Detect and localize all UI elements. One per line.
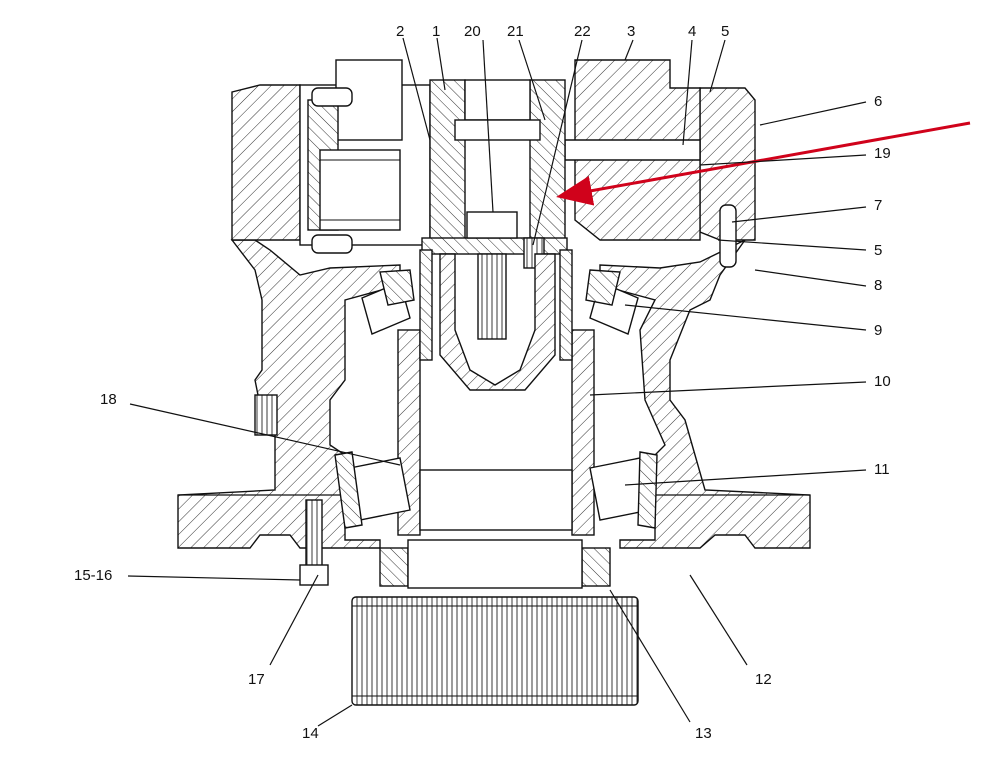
port-left bbox=[254, 394, 278, 436]
seal-left bbox=[379, 547, 409, 587]
callout-20: 20 bbox=[464, 23, 481, 40]
plate bbox=[421, 237, 568, 255]
callout-4: 4 bbox=[688, 23, 696, 40]
shaft-bearings bbox=[299, 249, 658, 589]
callout-13: 13 bbox=[695, 725, 712, 742]
part-1 bbox=[429, 79, 466, 249]
callout-labels: 2 1 20 21 22 3 4 5 6 19 7 5 8 9 10 18 11… bbox=[74, 23, 891, 742]
callout-5-top: 5 bbox=[721, 23, 729, 40]
callout-19: 19 bbox=[874, 145, 891, 162]
callout-5-right: 5 bbox=[874, 242, 882, 259]
seal-13 bbox=[581, 547, 611, 587]
callout-12: 12 bbox=[755, 671, 772, 688]
bearing-9-right bbox=[585, 269, 639, 335]
callout-6: 6 bbox=[874, 93, 882, 110]
callout-15-16: 15-16 bbox=[74, 567, 112, 584]
shaft-wall-right bbox=[571, 329, 595, 536]
highlight-arrow bbox=[556, 121, 971, 206]
callout-17: 17 bbox=[248, 671, 265, 688]
leader-lines bbox=[127, 37, 867, 727]
callout-21: 21 bbox=[507, 23, 524, 40]
bolt-20-head bbox=[466, 211, 518, 239]
callout-14: 14 bbox=[302, 725, 319, 742]
callout-7: 7 bbox=[874, 197, 882, 214]
callout-10: 10 bbox=[874, 373, 891, 390]
callout-2: 2 bbox=[396, 23, 404, 40]
bolt-7 bbox=[719, 204, 737, 268]
gear-14 bbox=[351, 596, 639, 706]
bearing-11-right bbox=[589, 451, 658, 529]
cylinder-assembly bbox=[299, 59, 701, 391]
callout-11: 11 bbox=[874, 461, 890, 478]
callout-9: 9 bbox=[874, 322, 882, 339]
callout-3: 3 bbox=[627, 23, 635, 40]
casing-left bbox=[231, 84, 301, 241]
callout-18: 18 bbox=[100, 391, 117, 408]
bolt-20-shank bbox=[477, 253, 507, 340]
bearing-9-left bbox=[361, 269, 415, 335]
callout-1: 1 bbox=[432, 23, 440, 40]
callout-8: 8 bbox=[874, 277, 882, 294]
bearing-11-left bbox=[334, 451, 411, 529]
shaft-10-cap bbox=[439, 253, 556, 391]
bolt-17 bbox=[305, 499, 323, 571]
callout-22: 22 bbox=[574, 23, 591, 40]
